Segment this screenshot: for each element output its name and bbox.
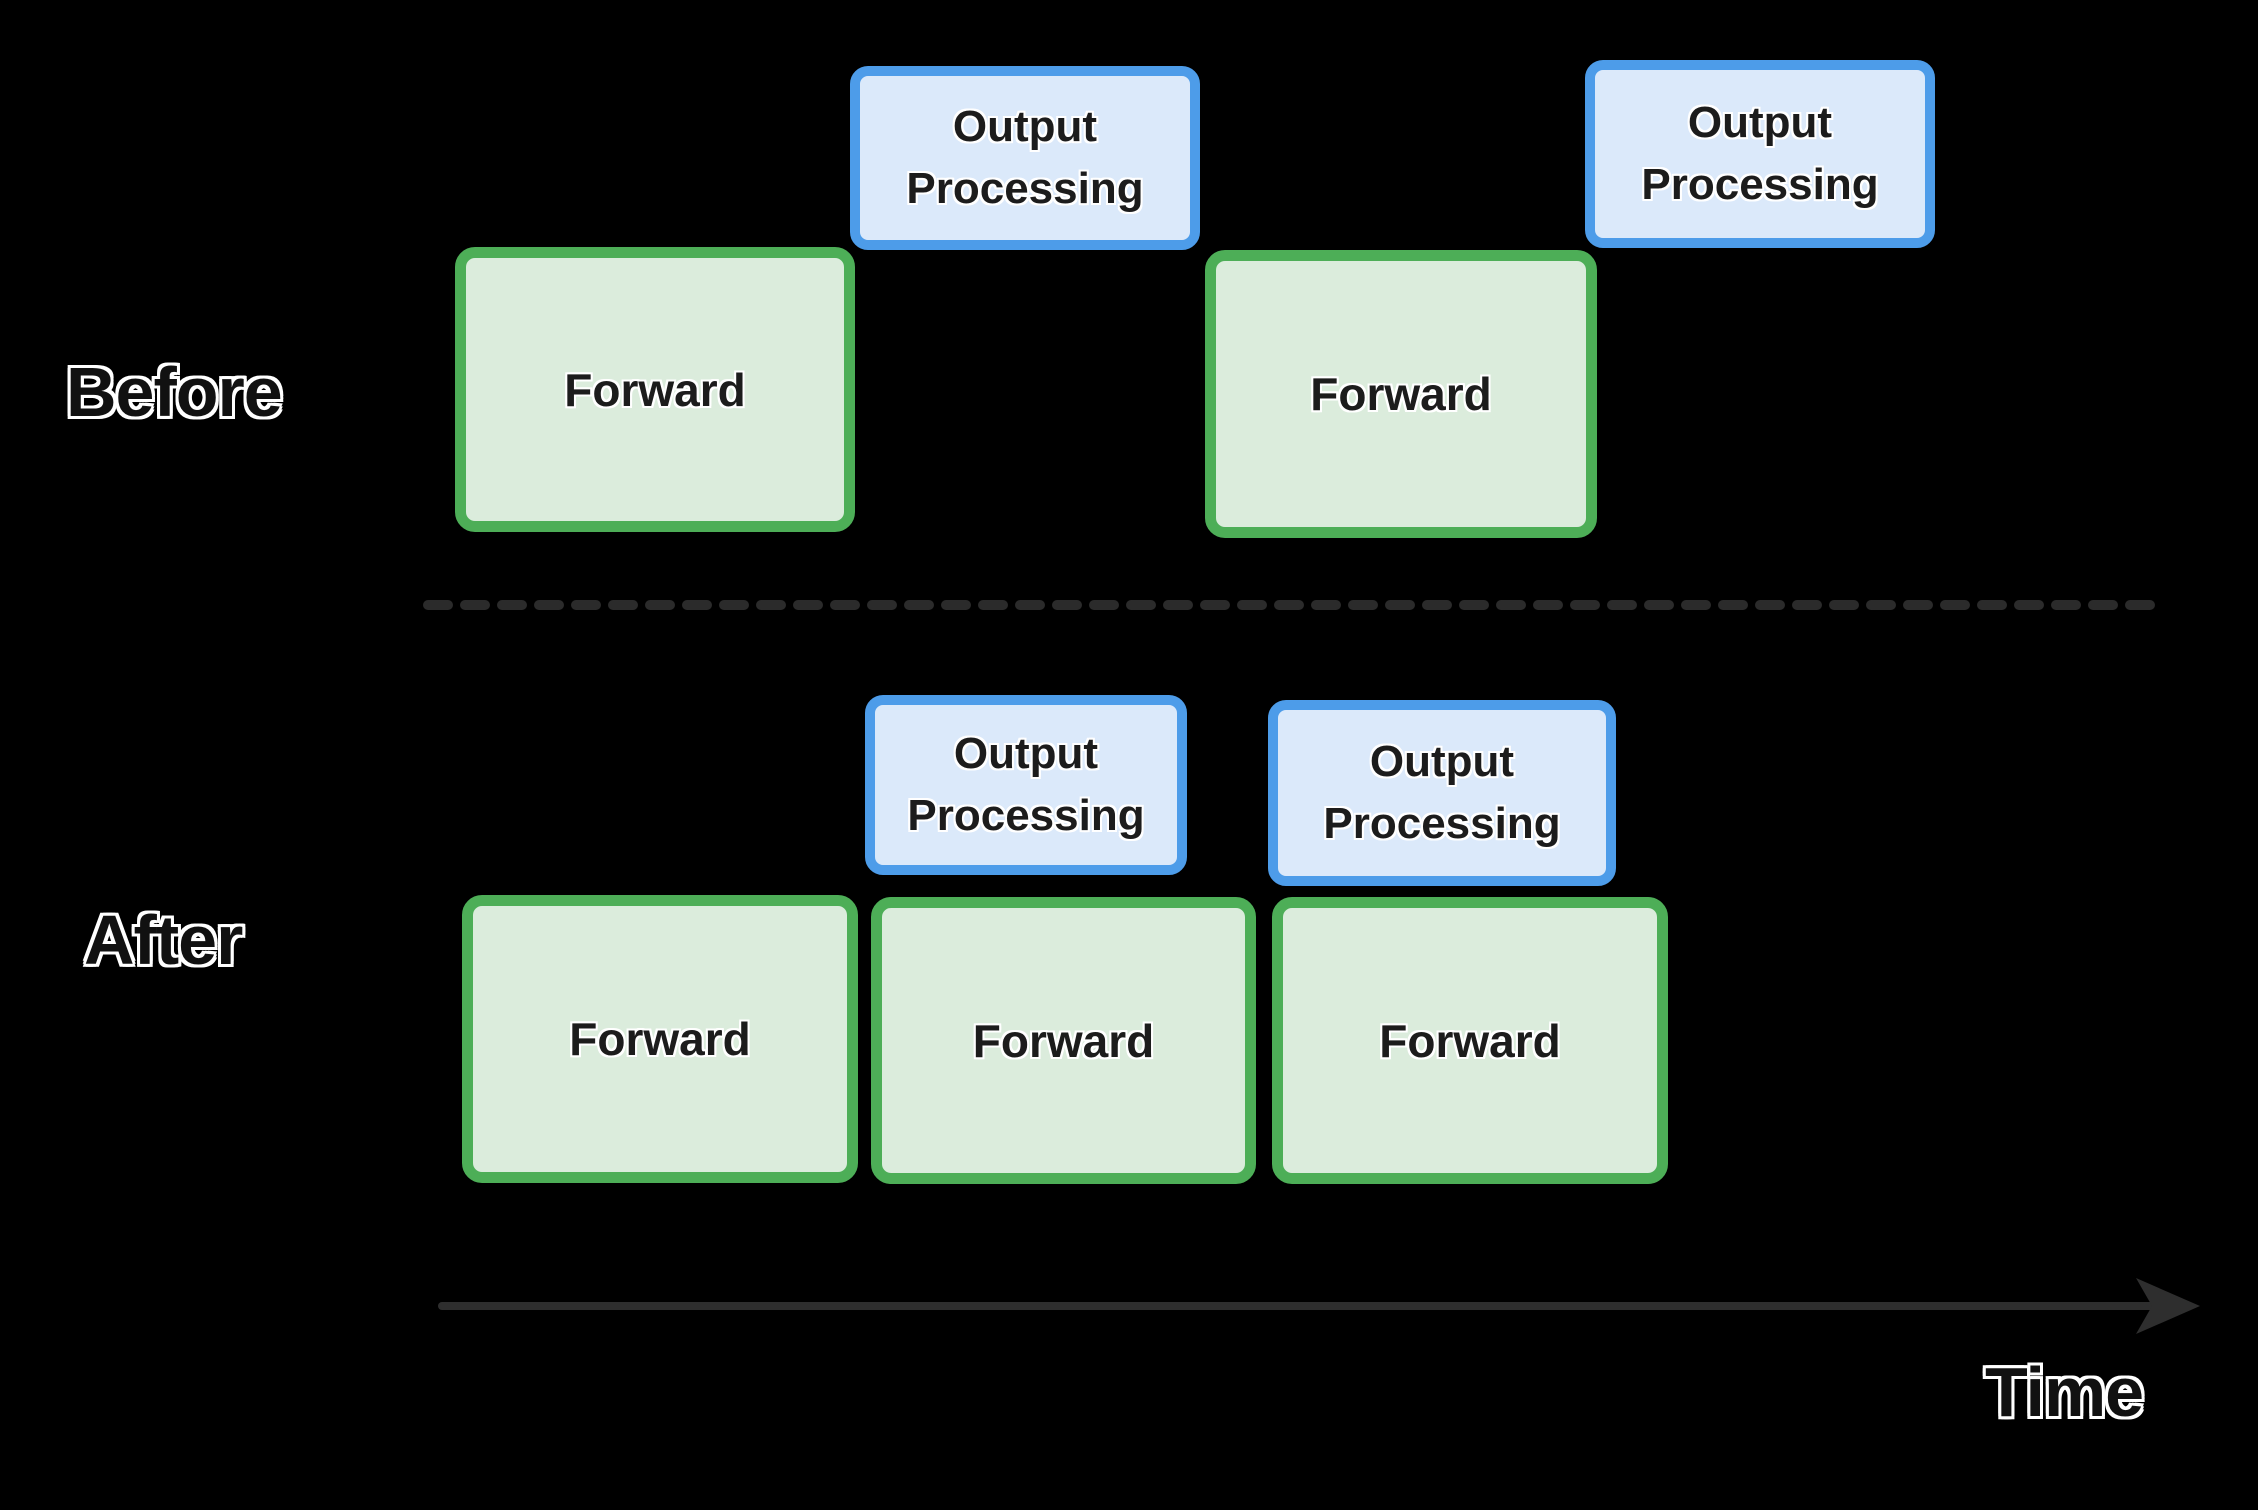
forward-box-before-1: Forward	[455, 247, 855, 532]
forward-box-before-3: Forward	[1205, 250, 1597, 538]
output-box-after-1: Output Processing	[865, 695, 1187, 875]
before-after-divider-dashed-line	[423, 600, 2162, 610]
after-row-label: After	[84, 901, 243, 979]
forward-box-after-5: Forward	[1272, 897, 1668, 1184]
before-row-label: Before	[66, 353, 283, 431]
output-box-before-2: Output Processing	[850, 66, 1200, 250]
forward-box-after-4: Forward	[871, 897, 1256, 1184]
time-axis-label: Time	[1985, 1353, 2144, 1431]
time-axis-arrow	[438, 1278, 2200, 1334]
forward-box-after-3: Forward	[462, 895, 858, 1183]
output-box-before-4: Output Processing	[1585, 60, 1935, 248]
arrowhead-icon	[2136, 1278, 2200, 1334]
output-box-after-2: Output Processing	[1268, 700, 1616, 886]
